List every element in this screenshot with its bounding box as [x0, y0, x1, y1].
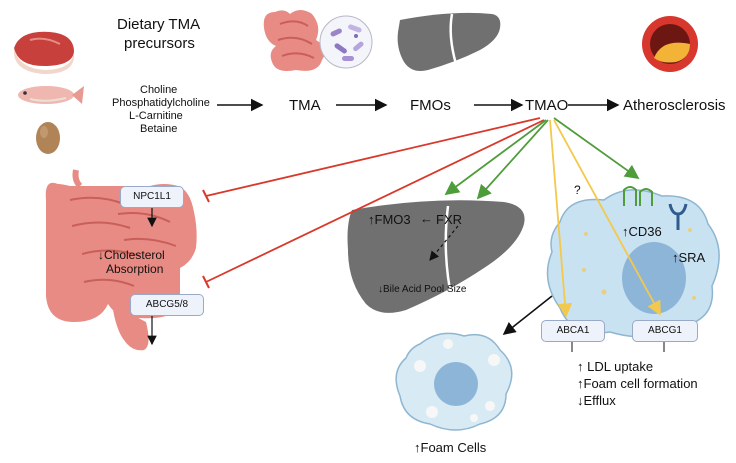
question-mark: ? — [574, 183, 581, 197]
cd36-label: ↑CD36 — [622, 224, 662, 239]
meat-icon — [14, 31, 74, 74]
foam-cell-icon — [395, 332, 513, 431]
fxr-label: FXR — [436, 212, 462, 227]
sra-label: ↑SRA — [672, 250, 706, 265]
liver-icon-top — [397, 12, 501, 71]
effect-foam-cell-formation: ↑Foam cell formation — [577, 376, 698, 391]
gut-microbiome-icon — [263, 10, 373, 71]
effect-ldl-uptake: ↑ LDL uptake — [577, 359, 654, 374]
intestine-icon — [45, 169, 197, 351]
cholesterol-effect-line1: ↓Cholesterol — [98, 248, 165, 262]
inhibit-abcg58-arrow — [205, 119, 545, 283]
tma-label: TMA — [289, 97, 321, 114]
abca1-box: ABCA1 — [541, 320, 605, 342]
precursor-l-carnitine: L-Carnitine — [129, 110, 183, 122]
foam-cells-label: ↑Foam Cells — [414, 440, 487, 455]
abcg1-box: ABCG1 — [632, 320, 698, 342]
artery-plaque-icon — [642, 16, 698, 72]
bile-acid-label: ↓Bile Acid Pool Size — [378, 284, 467, 295]
fish-icon — [18, 86, 84, 104]
fmo3-label: ↑FMO3 — [368, 212, 411, 227]
promote-liver-arrow-1 — [444, 119, 547, 196]
fmos-label: FMOs — [410, 97, 451, 114]
atherosclerosis-label: Atherosclerosis — [623, 97, 726, 114]
tmao-to-abca1-arrow — [549, 119, 573, 318]
promote-cd36-arrow — [553, 117, 640, 180]
tmao-label: TMAO — [525, 97, 569, 114]
fmo3-inhibit-arrow: ← — [420, 211, 433, 226]
precursor-choline: Choline — [140, 84, 178, 96]
macrophage-to-foam-arrow — [502, 295, 553, 335]
abcg58-box: ABCG5/8 — [130, 294, 204, 316]
effect-efflux: ↓Efflux — [577, 393, 616, 408]
egg-icon — [36, 122, 60, 154]
liver-icon-bottom — [347, 200, 525, 313]
precursor-betaine: Betaine — [140, 123, 178, 135]
npc1l1-box: NPC1L1 — [120, 186, 184, 208]
precursors-title-line2: precursors — [124, 35, 195, 52]
cholesterol-effect-line2: Absorption — [106, 262, 164, 276]
precursor-phosphatidylcholine: Phosphatidylcholine — [112, 97, 210, 109]
promote-liver-arrow-2 — [476, 119, 549, 200]
precursors-title-line1: Dietary TMA — [117, 16, 201, 33]
tmao-to-abcg1-arrow — [553, 119, 661, 316]
inhibit-npc1l1-arrow — [205, 117, 541, 197]
